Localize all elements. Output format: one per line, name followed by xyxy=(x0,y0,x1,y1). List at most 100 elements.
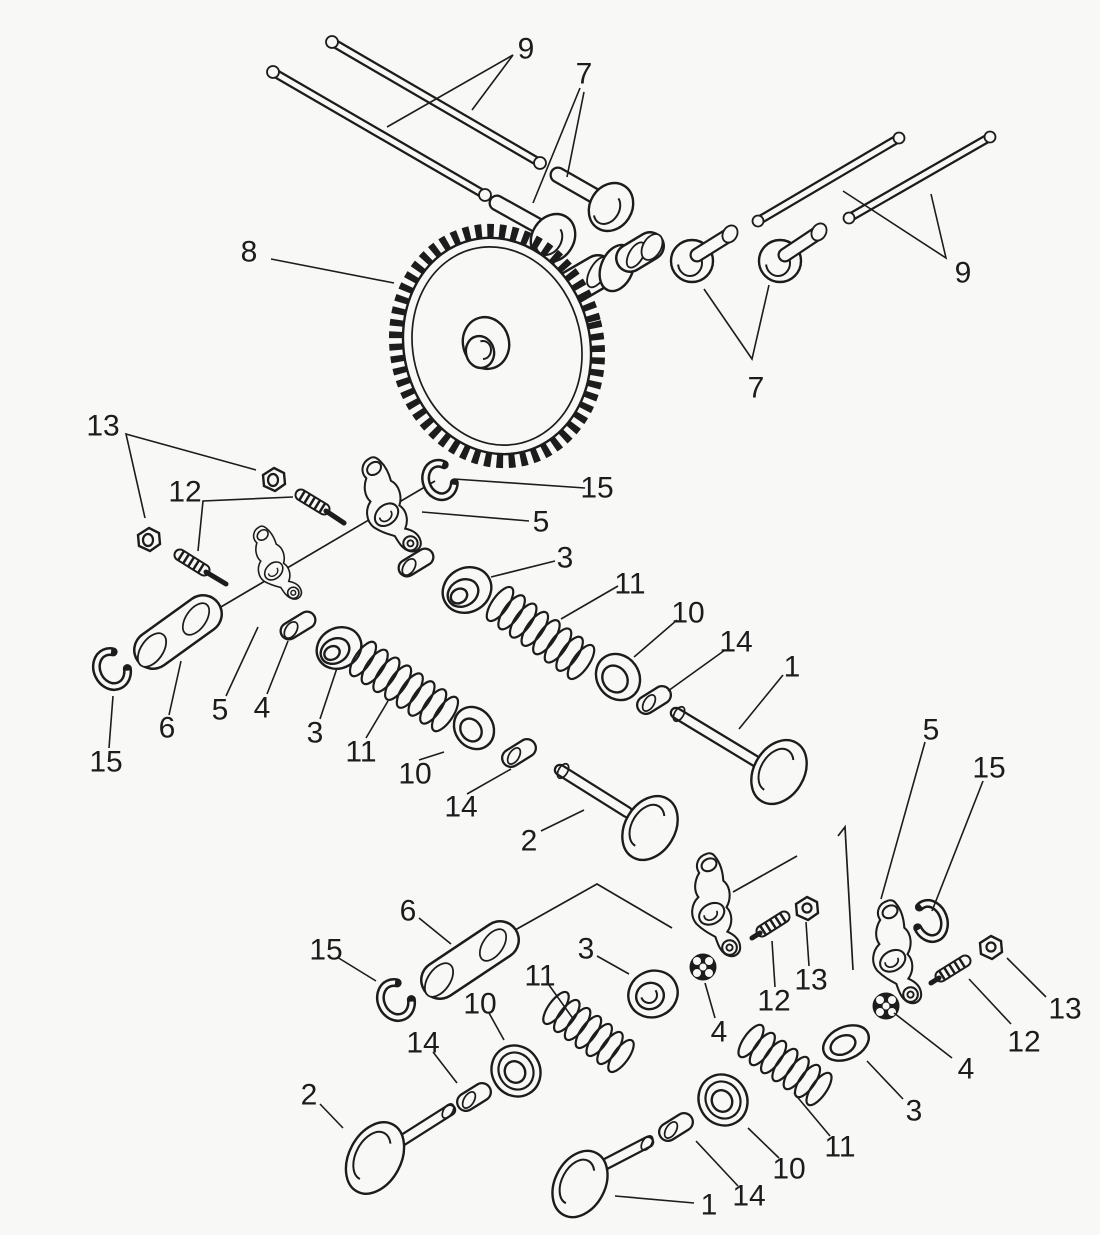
spring-seat xyxy=(315,626,363,670)
leader-13-lower-mid xyxy=(805,921,810,967)
callout-label: 1 xyxy=(784,651,801,684)
callout-label: 10 xyxy=(463,988,496,1021)
leader-15-lower xyxy=(336,956,377,982)
callout-label: 10 xyxy=(671,597,704,630)
valve-spring xyxy=(737,1023,833,1107)
leader-7-right xyxy=(703,284,770,361)
callout-label: 15 xyxy=(580,472,613,505)
leader-11-lower-right xyxy=(793,1092,831,1137)
push-rod xyxy=(325,35,547,170)
valve-keeper xyxy=(658,1112,694,1142)
retaining-ring xyxy=(375,977,417,1023)
leader-14-lower-right xyxy=(695,1140,739,1187)
valve-keeper xyxy=(456,1082,492,1112)
leader-11-upper xyxy=(560,585,619,620)
callout-label: 14 xyxy=(406,1027,439,1060)
callout-label: 11 xyxy=(614,568,645,601)
leader-lines xyxy=(108,54,1047,1204)
callout-label: 3 xyxy=(557,542,574,575)
rocker-arm xyxy=(865,897,935,1006)
leader-10-upper-2 xyxy=(418,751,445,761)
rocker-arm xyxy=(684,850,754,959)
callout-label: 9 xyxy=(518,33,535,66)
push-rod xyxy=(842,130,997,225)
callout-label: 8 xyxy=(241,236,258,269)
push-nut xyxy=(689,953,717,981)
valve-keeper xyxy=(501,738,537,768)
leader-2-upper xyxy=(540,809,585,832)
leader-15-upper xyxy=(453,478,586,489)
push-rod-ball-end xyxy=(751,214,765,228)
rocker-shaft xyxy=(133,594,223,670)
leader-5-upper xyxy=(421,511,530,522)
callout-label: 7 xyxy=(576,58,593,91)
leader-14-upper xyxy=(667,649,726,692)
leader-15-lower-right xyxy=(931,780,984,912)
leader-14-lower xyxy=(432,1051,458,1084)
valve xyxy=(344,1103,457,1195)
leader-1-lower xyxy=(614,1195,695,1204)
callout-label: 11 xyxy=(824,1131,855,1164)
leader-5-lower-right xyxy=(880,741,926,900)
leader-5-upper-2 xyxy=(225,626,259,697)
leader-10-upper xyxy=(633,619,678,658)
valve-head xyxy=(551,1149,609,1219)
callout-label: 15 xyxy=(89,746,122,779)
leader-7-top xyxy=(532,87,581,204)
axis-line-lower-rocker-shaft xyxy=(507,883,673,935)
callout-label: 5 xyxy=(212,694,229,727)
leader-10-lower xyxy=(488,1012,505,1041)
valve-head xyxy=(344,1121,406,1195)
callout-label: 7 xyxy=(748,372,765,405)
leader-9-right xyxy=(842,190,948,260)
spring-retainer xyxy=(452,705,496,751)
leader-1-upper xyxy=(738,674,784,730)
push-rod-ball-end xyxy=(266,65,280,79)
callout-label: 12 xyxy=(1007,1026,1040,1059)
leader-12-lower-mid xyxy=(771,940,776,988)
spring-seat xyxy=(627,969,679,1019)
callout-label: 5 xyxy=(533,506,550,539)
callout-label: 6 xyxy=(400,895,417,928)
leader-10-lower-right xyxy=(747,1127,780,1159)
hex-nut xyxy=(136,526,162,553)
leader-11-upper-2 xyxy=(365,700,389,739)
callout-label: 3 xyxy=(578,933,595,966)
leader-12-upper xyxy=(197,496,294,552)
callout-label: 3 xyxy=(906,1095,923,1128)
callout-label: 1 xyxy=(701,1189,718,1222)
leader-12-lower-right xyxy=(968,978,1012,1025)
leader-2-lower xyxy=(319,1103,344,1129)
hex-nut xyxy=(794,895,820,922)
callout-label: 6 xyxy=(159,712,176,745)
valve-keeper xyxy=(636,685,672,715)
leader-4-upper xyxy=(266,640,289,695)
leader-4-lower-right xyxy=(893,1012,953,1059)
hex-nut xyxy=(978,934,1004,961)
gear-bore xyxy=(464,334,496,370)
callout-label: 12 xyxy=(168,476,201,509)
callout-label: 11 xyxy=(524,960,555,993)
pivot-bushing xyxy=(279,610,317,641)
push-rod-ball-end xyxy=(983,130,997,144)
callout-label: 3 xyxy=(307,717,324,750)
valve xyxy=(669,705,808,806)
callout-label: 15 xyxy=(972,752,1005,785)
callout-label: 13 xyxy=(1048,993,1081,1026)
push-rod-ball-end xyxy=(842,211,856,225)
retaining-ring xyxy=(91,646,133,692)
valve xyxy=(551,1135,655,1219)
callout-label: 14 xyxy=(732,1180,765,1213)
tappet-stem-end xyxy=(810,222,828,242)
tappet-head xyxy=(587,181,635,233)
adjusting-screw xyxy=(928,954,972,986)
spring-seat xyxy=(822,1024,870,1062)
leader-3-lower xyxy=(596,955,630,975)
leader-6-upper xyxy=(168,660,182,716)
spring-retainer xyxy=(697,1073,749,1127)
spring-retainer xyxy=(490,1044,542,1098)
leader-3-upper-2 xyxy=(319,667,338,720)
valve-head xyxy=(750,738,808,806)
